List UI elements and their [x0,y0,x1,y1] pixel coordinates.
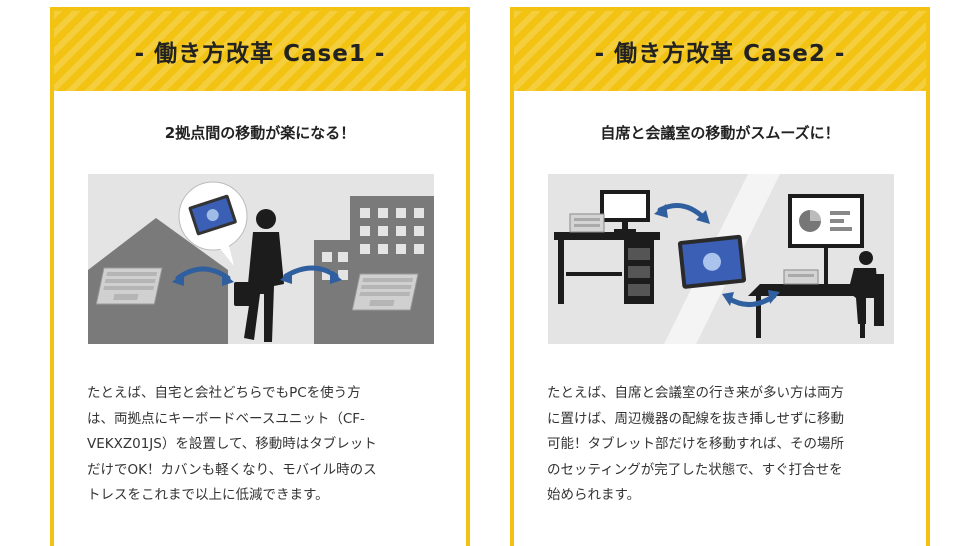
keyboard-base-icon [569,213,605,233]
case1-illustration [88,174,434,344]
seated-person-icon [848,251,884,326]
case2-title: - 働き方改革 Case2 - [594,41,846,67]
businessman-icon [234,209,284,342]
case2-body-line: のセッティングが完了した状態で、すぐ打合せを [547,461,843,478]
case1-body: たとえば、自宅と会社どちらでもPCを使う方 は、両拠点にキーボードベースユニット… [87,381,439,509]
case1-body-line: VEKXZ01JS）を設置して、移動時はタブレット [87,436,377,452]
case1-illustration-svg [88,181,434,344]
case1-body-line: トレスをこれまで以上に低減できます。 [87,487,329,503]
office-buildings-icon [314,196,434,344]
keyboard-base-icon [351,273,419,311]
case1-body-line: は、両拠点にキーボードベースユニット（CF- [87,410,365,427]
case2-card: - 働き方改革 Case2 - 自席と会議室の移動がスムーズに！ [510,7,930,546]
case2-body-line: に置けば、周辺機器の配線を抜き挿しせずに移動 [547,410,844,427]
tablet-icon [677,234,747,289]
case1-header: - 働き方改革 Case1 - [54,11,466,91]
case2-illustration-svg [554,174,884,344]
case2-illustration [548,174,894,344]
case2-body-line: 始められます。 [547,487,641,503]
case2-body: たとえば、自席と会議室の行き来が多い方は両方 に置けば、周辺機器の配線を抜き挿し… [547,381,899,509]
case2-subtitle: 自席と会議室の移動がスムーズに！ [600,124,840,142]
case1-body-line: だけでOK！カバンも軽くなり、モバイル時のス [87,461,377,478]
case2-body-line: 可能！タブレット部だけを移動すれば、その場所 [547,436,844,452]
tablet-bubble-icon [178,181,248,266]
keyboard-base-icon [95,267,163,305]
keyboard-base-icon [783,269,819,285]
case2-body-line: たとえば、自席と会議室の行き来が多い方は両方 [547,385,844,401]
case1-title: - 働き方改革 Case1 - [134,41,386,67]
monitor-icon [600,190,650,232]
case1-subtitle: 2拠点間の移動が楽になる！ [164,124,356,142]
case2-header: - 働き方改革 Case2 - [514,11,926,91]
case1-card: - 働き方改革 Case1 - 2拠点間の移動が楽になる！ [50,7,470,546]
case1-body-line: たとえば、自宅と会社どちらでもPCを使う方 [87,385,361,401]
presentation-screen-icon [788,194,864,284]
